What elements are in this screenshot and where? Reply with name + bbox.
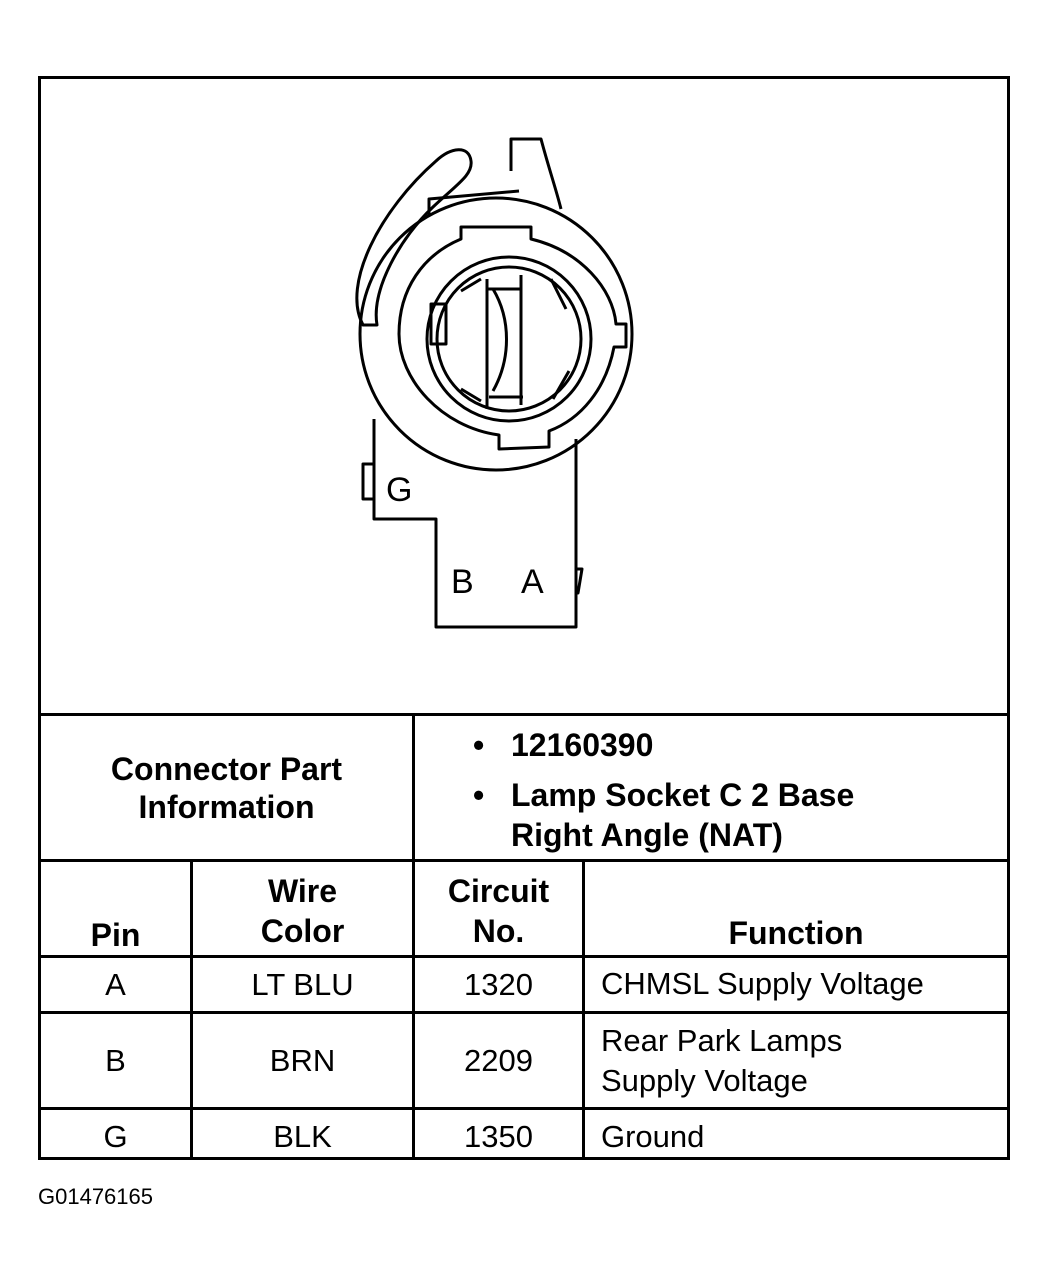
tab-bump — [427, 189, 520, 215]
row-b-circuit: 2209 — [464, 1043, 533, 1078]
connector-info-label-line2: Information — [138, 788, 315, 825]
connector-diagram: G B A — [355, 137, 634, 629]
inner-socket — [425, 255, 593, 423]
row-g-wire: BLK — [273, 1119, 332, 1154]
outer-ring — [358, 196, 634, 472]
figure-id-caption: G01476165 — [38, 1184, 153, 1209]
header-wire-color: Wire Color — [260, 873, 345, 949]
row-g-function: Ground — [601, 1119, 705, 1154]
table-row: A — [41, 965, 190, 1005]
row-g-circuit: 1350 — [464, 1119, 533, 1154]
table-row: G — [41, 1117, 190, 1157]
latch-arm — [355, 148, 473, 327]
pin-label-b: B — [451, 563, 474, 601]
header-function: Function — [728, 915, 864, 951]
row-a-wire: LT BLU — [251, 967, 354, 1002]
part-description-line1: Lamp Socket C 2 Base — [511, 777, 855, 813]
row-a-pin: A — [105, 967, 126, 1002]
pin-label-a: A — [521, 563, 544, 601]
lower-body — [372, 419, 578, 629]
row-b-pin: B — [105, 1043, 126, 1078]
header-circuit-no: Circuit No. — [447, 873, 550, 949]
row-a-function: CHMSL Supply Voltage — [601, 966, 924, 1001]
inner-ring — [397, 225, 628, 451]
pin-label-g: G — [386, 471, 412, 509]
connector-info-values: •12160390 •Lamp Socket C 2 Base Right An… — [473, 727, 855, 853]
part-number: 12160390 — [511, 727, 654, 763]
row-b-function-line1: Rear Park Lamps — [601, 1023, 843, 1058]
part-description-line2: Right Angle (NAT) — [511, 817, 783, 853]
top-tab — [509, 137, 563, 210]
row-b-wire: BRN — [269, 1043, 336, 1078]
connector-info-label: Connector Part Information — [41, 716, 412, 859]
row-b-function-line2: Supply Voltage — [601, 1063, 808, 1098]
connector-info-label-line1: Connector Part — [110, 750, 343, 787]
table-row: B — [41, 1041, 190, 1081]
connector-figure-frame: G B A Connector Part Information •121603… — [38, 76, 1010, 1160]
row-a-circuit: 1320 — [464, 967, 533, 1002]
header-pin: Pin — [90, 917, 141, 953]
row-b-function: Rear Park Lamps Supply Voltage — [601, 1021, 842, 1101]
row-g-pin: G — [103, 1119, 128, 1154]
